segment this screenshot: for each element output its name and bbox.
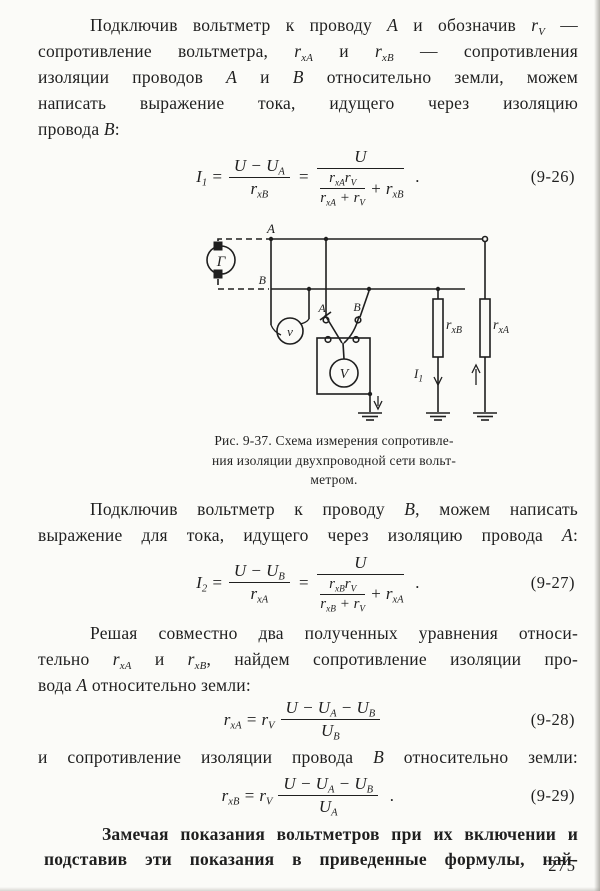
formula-body: rxA = rV U − UA − UB UB [223,698,392,742]
formula-9-29: rxB = rV U − UA − UB UA . (9-29) [38,770,578,822]
equals-sign: = [297,572,310,592]
text-line: вода А относительно земли: [38,674,251,695]
fraction: U rxArV rxA + rV + rxB [317,147,404,209]
paragraph-and-b: и сопротивление изоляции провода В относ… [38,744,578,770]
page-bottom-shadow [0,887,600,891]
text-line: ния изоляции двухпроводной сети вольт- [211,452,457,468]
formula-lhs: rxB = rV [221,785,273,808]
svg-text:rxA: rxA [493,318,510,336]
label-current-i1: I1 [413,366,423,385]
equation-number: (9-27) [530,572,575,592]
ground-icon [473,412,497,421]
text-line: Решая совместно два полученных уравнения… [90,622,578,643]
text-line: подставив эти показания в приведенные фо… [44,848,578,869]
equation-number: (9-28) [530,709,575,729]
formula-lhs: I2 = [196,572,223,595]
svg-text:v: v [287,324,293,339]
fraction: U − UA − UB UB [280,698,381,742]
svg-text:V: V [340,367,350,382]
equation-number: (9-29) [530,785,575,805]
resistor-rxa: rxA [471,235,510,412]
text-line: и сопротивление изоляции провода В относ… [38,746,578,767]
switch-icon: А В [317,239,370,360]
voltmeter-1: v [270,239,310,345]
nested-fraction: rxBrV rxB + rV [320,575,366,614]
formula-period: . [390,785,395,805]
text-line: провода В: [38,119,120,139]
dashed-lead-top [217,238,269,241]
text-line: метром. [310,472,358,487]
paragraph-intro-b: Подключив вольтметр к проводу В, можем н… [38,496,578,548]
svg-text:rxB: rxB [446,318,462,336]
label-wire-a: А [266,221,275,236]
text-line: тельно rxA и rxB, найдем сопротивление и… [38,648,578,672]
text-line: выражение для тока, идущего через изоляц… [38,524,578,545]
formula-9-27: I2 = U − UB rxA = U rxBrV rxB + rV + rxA [38,548,578,618]
voltmeter-2: V [316,337,383,412]
generator-symbol: Г [206,241,236,279]
formula-lhs: rxA = rV [223,709,275,732]
fraction: U − UB rxA [228,561,290,605]
fraction: U rxBrV rxB + rV + rxA [317,553,404,614]
text-line: сопротивление вольтметра, rxA и rxB — со… [38,41,578,64]
label-wire-b: В [259,273,267,287]
formula-period: . [415,167,420,186]
paragraph-intro-a: Подключив вольтметр к проводу А и обозна… [38,12,578,142]
text-line: Подключив вольтметр к проводу В, можем н… [90,498,578,519]
page-content: Подключив вольтметр к проводу А и обозна… [38,12,578,872]
paragraph-closing: Замечая показания вольтметров при их вкл… [38,822,578,872]
figure-9-37: Г А В v [38,212,578,490]
paragraph-solving: Решая совместно два полученных уравнения… [38,620,578,698]
text-line: Рис. 9-37. Схема измерения сопротивле- [214,433,454,448]
nested-fraction: rxArV rxA + rV [320,170,366,209]
text-line: Подключив вольтметр к проводу А и обозна… [90,15,578,38]
formula-period: . [415,572,420,592]
formula-lhs: I1 = [196,167,223,189]
formula-9-26: I1 = U − UA rxB = U rxArV rxA + rV + rxB [38,142,578,212]
text-line: изоляции проводов А и В относительно зем… [38,67,578,87]
formula-body: rxB = rV U − UA − UB UA . [221,774,395,818]
circuit-diagram: Г А В v [206,221,510,421]
dashed-lead-bottom [217,279,269,290]
ground-icon [426,412,450,421]
fraction: U − UA rxB [228,156,290,200]
fraction: U − UA − UB UA [278,774,379,818]
equals-sign: = [297,167,310,186]
page-edge-shadow [594,0,600,891]
formula-body: I2 = U − UB rxA = U rxBrV rxB + rV + rxA [196,553,420,614]
page-number: 275 [548,856,576,875]
text-line: написать выражение тока, идущего через и… [38,93,578,113]
label-contact-a: А [317,301,326,315]
resistor-rxb: rxB [432,289,462,412]
figure-caption: Рис. 9-37. Схема измерения сопротивле-ни… [149,431,519,490]
equation-number: (9-26) [530,167,575,186]
formula-9-28: rxA = rV U − UA − UB UB (9-28) [38,698,578,742]
ground-icon [358,412,382,421]
svg-text:Г: Г [216,254,227,270]
label-contact-b: В [353,300,361,314]
formula-body: I1 = U − UA rxB = U rxArV rxA + rV + rxB [196,147,420,209]
text-line: Замечая показания вольтметров при их вкл… [102,823,578,844]
